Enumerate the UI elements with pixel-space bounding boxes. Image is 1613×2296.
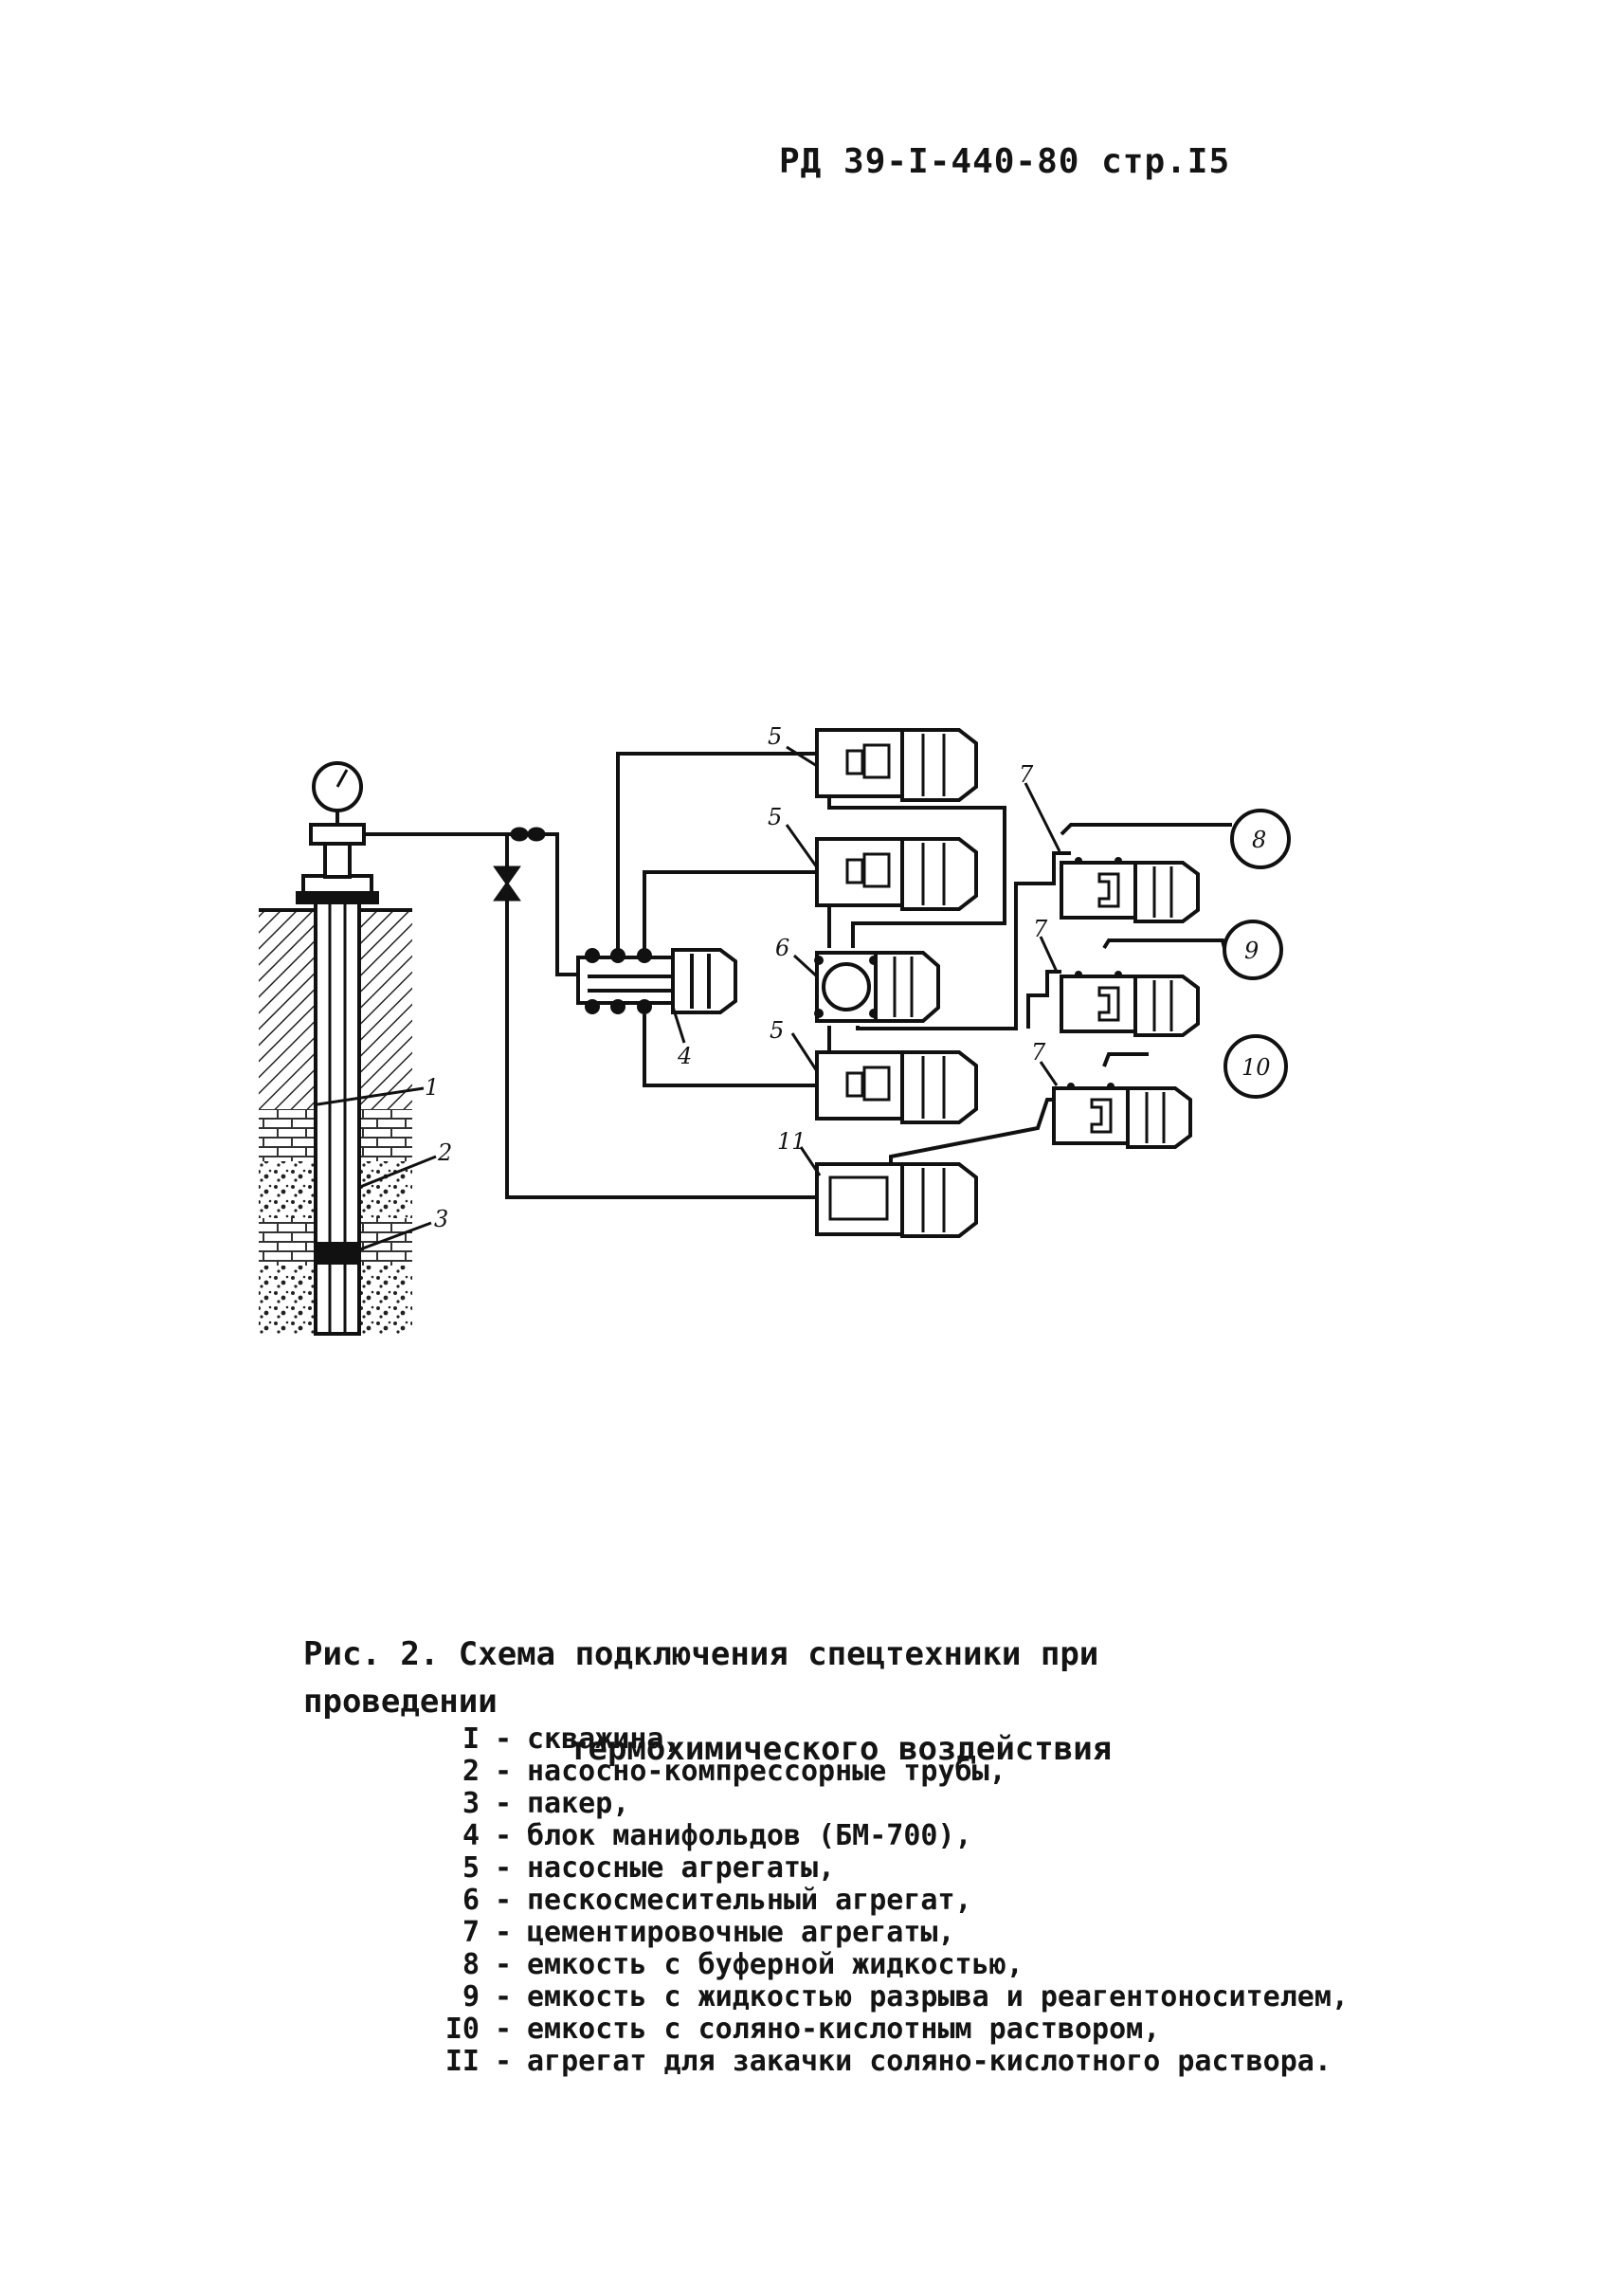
callout-labels: 1 2 3 4 5 5 5 6 7 7 7 8 9 10 11 — [425, 723, 1271, 1232]
callout-7: 7 — [1019, 761, 1034, 788]
pump-unit — [815, 837, 978, 911]
legend-item: 8-емкость с буферной жидкостью, — [462, 1948, 1024, 1981]
legend-item: 9-емкость с жидкостью разрыва и реагенто… — [462, 1980, 1349, 2014]
manifold-block — [576, 948, 737, 1014]
callout-11: 11 — [777, 1128, 806, 1155]
callout-8: 8 — [1252, 827, 1266, 853]
legend-item: 7-цементировочные агрегаты, — [462, 1916, 955, 1949]
pump-unit — [815, 728, 978, 802]
sand-mixer-unit — [814, 951, 940, 1023]
callout-5: 5 — [768, 804, 782, 830]
well — [259, 761, 412, 1336]
cementing-unit — [1060, 971, 1200, 1037]
legend-item: 3-пакер, — [462, 1787, 630, 1820]
callout-2: 2 — [437, 1139, 452, 1166]
callout-5: 5 — [768, 723, 782, 750]
callout-7: 7 — [1033, 916, 1048, 942]
callout-7: 7 — [1031, 1039, 1046, 1066]
acid-pumping-unit — [815, 1162, 978, 1238]
callout-6: 6 — [775, 935, 789, 961]
legend-item: 6-пескосмесительный агрегат, — [462, 1884, 972, 1917]
caption-line-1: Рис. 2. Схема подключения спецтехники пр… — [303, 1635, 1099, 1721]
callout-4: 4 — [677, 1043, 692, 1069]
cementing-unit — [1052, 1083, 1192, 1149]
tank-10 — [1223, 1034, 1288, 1099]
document-reference: РД 39-I-440-80 стр.I5 — [779, 142, 1231, 181]
tank-8 — [1230, 809, 1291, 869]
piping-lines — [364, 752, 1232, 1199]
tank-9 — [1223, 920, 1283, 980]
callout-5: 5 — [770, 1017, 784, 1044]
legend-item: 4-блок манифольдов (БМ-700), — [462, 1819, 972, 1852]
figure-caption: Рис. 2. Схема подключения спецтехники пр… — [303, 1631, 1308, 1773]
callout-1: 1 — [425, 1074, 439, 1101]
callout-3: 3 — [434, 1206, 448, 1232]
valve-icon — [493, 827, 546, 902]
legend-item: 5-насосные агрегаты, — [462, 1851, 836, 1885]
legend-list: I-скважина, 2-насосно-компрессорные труб… — [426, 1723, 1488, 2078]
callout-10: 10 — [1241, 1054, 1271, 1081]
callout-leaders — [317, 745, 1061, 1251]
callout-9: 9 — [1244, 938, 1259, 964]
cementing-unit — [1060, 857, 1200, 923]
legend-item: I0-емкость с соляно-кислотным раствором, — [444, 2013, 1161, 2046]
legend-item: II-агрегат для закачки соляно-кислотного… — [444, 2045, 1332, 2078]
caption-line-2: термохимического воздействия — [569, 1730, 1113, 1768]
legend-item: I-скважина, — [462, 1722, 681, 1756]
legend-item: 2-насосно-компрессорные трубы, — [462, 1755, 1006, 1788]
pump-unit — [815, 1050, 978, 1124]
